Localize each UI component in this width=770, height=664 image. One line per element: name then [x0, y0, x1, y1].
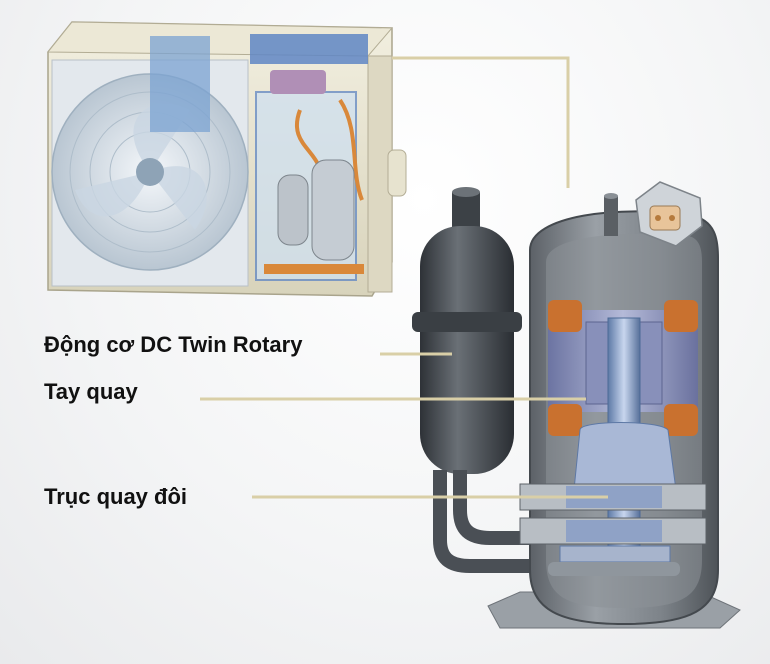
winding-top-left — [548, 300, 582, 332]
rotary-compressor — [412, 181, 741, 629]
label-dc-motor: Động cơ DC Twin Rotary — [44, 332, 303, 357]
outdoor-unit — [46, 21, 407, 297]
leader-line-unit — [392, 56, 570, 188]
label-crank: Tay quay — [44, 379, 138, 404]
terminal-cover — [635, 181, 703, 247]
discharge-pipe — [604, 196, 618, 236]
winding-bottom-left — [548, 404, 582, 436]
label-twin-shaft: Trục quay đôi — [44, 484, 188, 509]
winding-bottom-right — [664, 404, 698, 436]
internal-components — [150, 34, 368, 281]
winding-top-right — [664, 300, 698, 332]
crank-hub — [573, 422, 677, 491]
twin-rotary-cylinders — [519, 483, 707, 576]
accumulator — [412, 187, 540, 573]
side-handle — [387, 149, 407, 197]
